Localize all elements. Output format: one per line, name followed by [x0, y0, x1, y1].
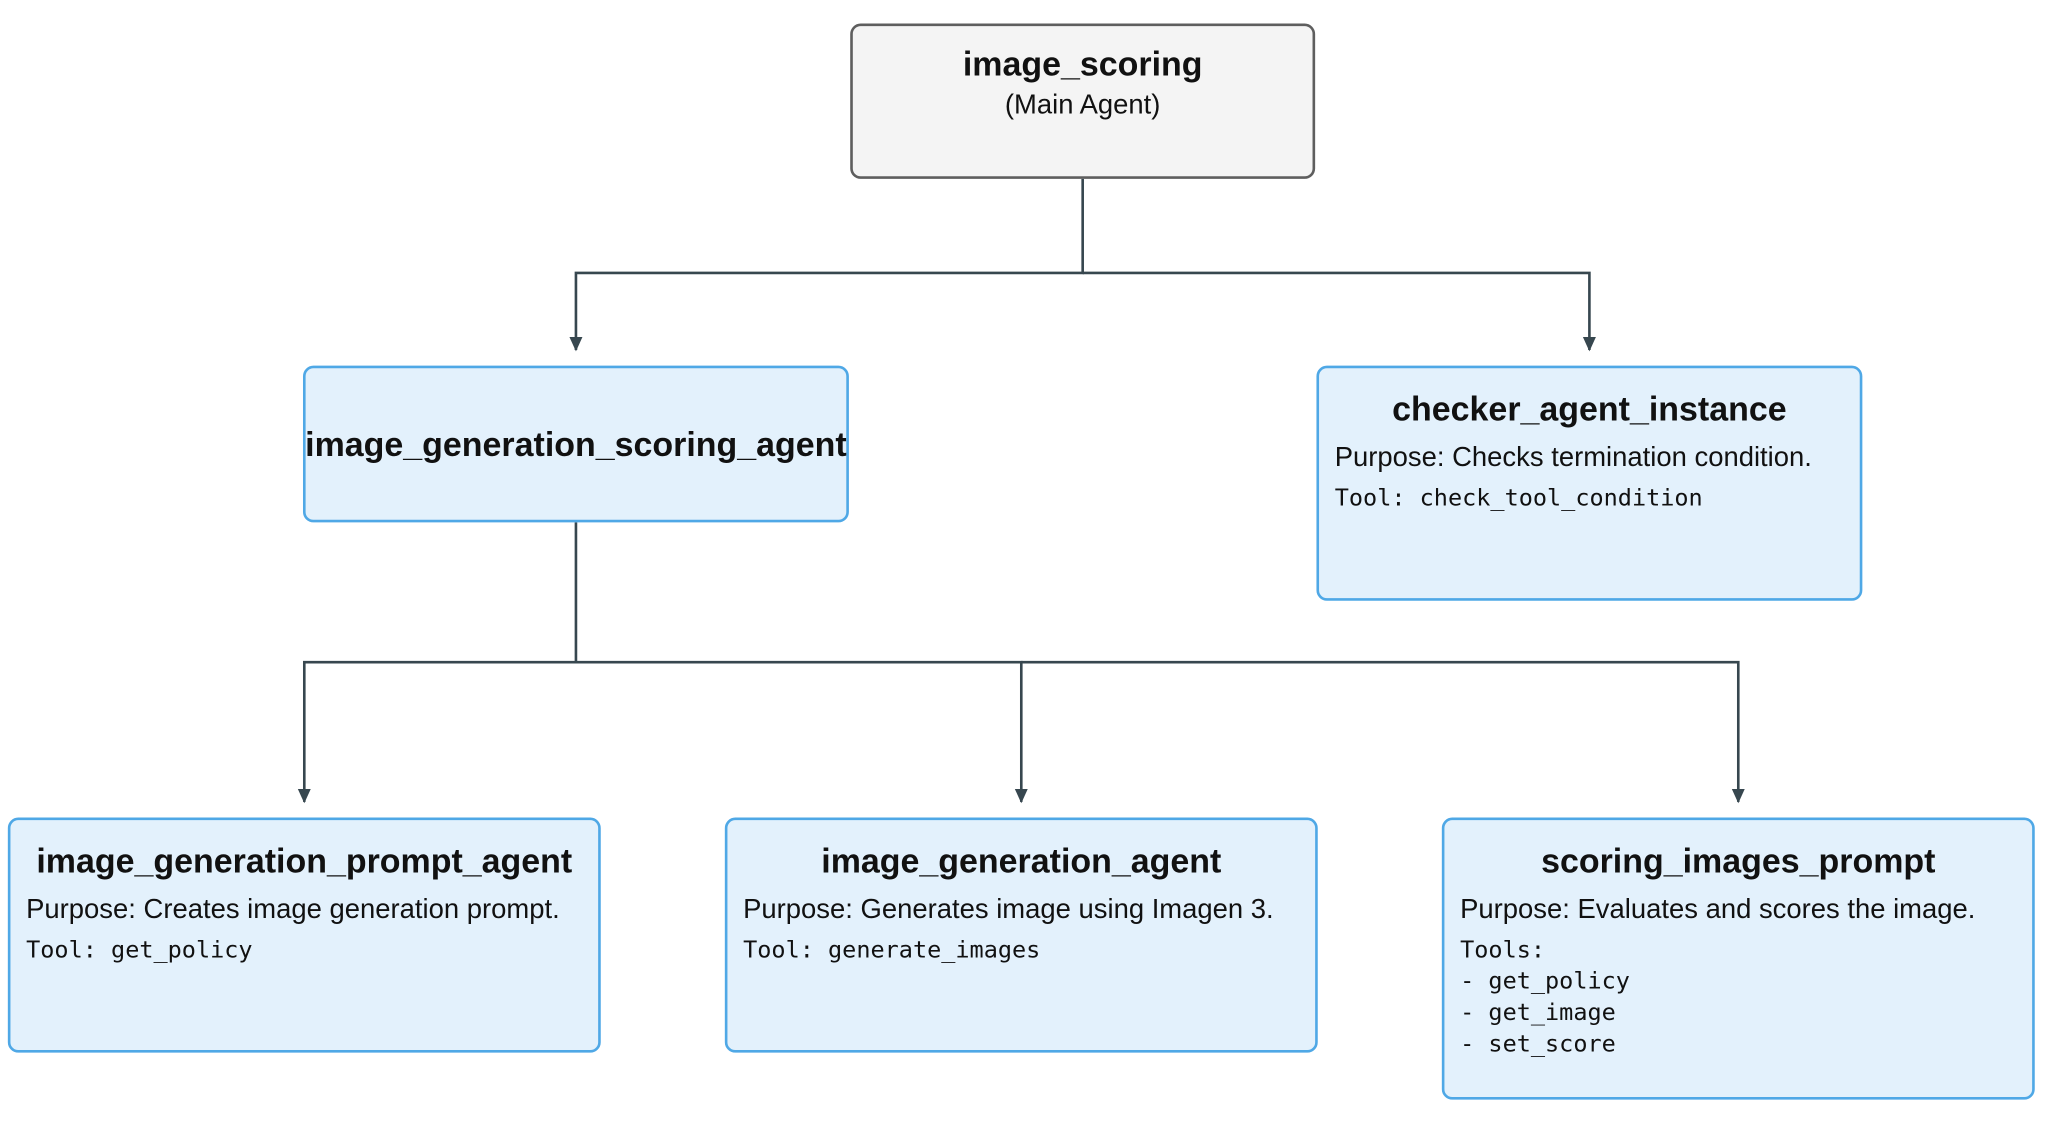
node-purpose: Purpose: Checks termination condition. [1334, 442, 1812, 473]
edge-main-to-scoring-agent [569, 178, 1084, 352]
node-tool: Tool: generate_images [743, 936, 1041, 964]
checker-agent-instance-node: checker_agent_instance Purpose: Checks t… [1316, 365, 1863, 601]
image-generation-scoring-agent-node: image_generation_scoring_agent [302, 365, 849, 523]
node-tool: Tool: get_policy [26, 936, 253, 964]
node-tool: Tool: check_tool_condition [1334, 484, 1703, 512]
edge-scoring-agent-to-prompt-agent [297, 522, 578, 804]
node-tools-label: Tools: [1460, 936, 1546, 964]
node-title: scoring_images_prompt [1541, 841, 1936, 881]
node-tool-item: - set_score [1460, 1030, 1616, 1058]
node-title: image_scoring [962, 44, 1203, 84]
node-title: image_generation_scoring_agent [305, 423, 847, 463]
edge-scoring-agent-to-scoring-prompt [1021, 660, 1745, 804]
node-subtitle: (Main Agent) [1004, 90, 1161, 121]
node-tool-item: - get_policy [1460, 967, 1630, 996]
node-tool-item: - get_image [1460, 999, 1616, 1027]
node-purpose: Purpose: Generates image using Imagen 3. [743, 894, 1274, 925]
node-title: image_generation_prompt_agent [36, 841, 573, 881]
image-generation-agent-node: image_generation_agent Purpose: Generate… [724, 817, 1318, 1053]
node-purpose: Purpose: Creates image generation prompt… [26, 894, 560, 925]
node-title: checker_agent_instance [1392, 389, 1787, 429]
edge-scoring-agent-to-generation-agent [575, 660, 1028, 804]
node-purpose: Purpose: Evaluates and scores the image. [1460, 894, 1976, 925]
image-generation-prompt-agent-node: image_generation_prompt_agent Purpose: C… [7, 817, 601, 1053]
main-agent-node: image_scoring (Main Agent) [850, 23, 1316, 179]
edge-main-to-checker [1082, 271, 1596, 352]
scoring-images-prompt-node: scoring_images_prompt Purpose: Evaluates… [1441, 817, 2035, 1100]
node-title: image_generation_agent [821, 841, 1222, 881]
